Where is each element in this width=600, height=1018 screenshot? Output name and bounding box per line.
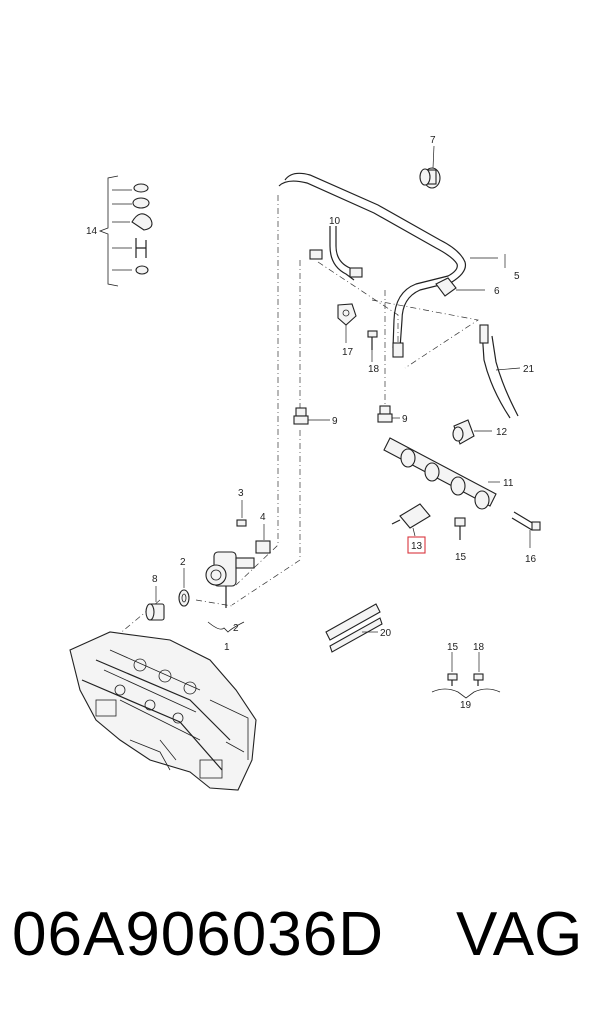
part-14-seal-kit <box>98 175 153 287</box>
callout-2: 2 <box>180 557 186 568</box>
callout-9: 9 <box>402 414 408 425</box>
callout-3: 3 <box>238 488 244 499</box>
part-11-fuel-rail <box>383 437 500 510</box>
callout-21: 21 <box>523 364 535 375</box>
callout-4: 4 <box>260 512 266 523</box>
engine-block <box>69 631 257 791</box>
part-7-grommet <box>419 145 441 189</box>
callout-8: 8 <box>152 574 158 585</box>
brand-name: VAG <box>456 900 583 969</box>
part-19-bolt-set <box>431 652 501 699</box>
callout-19: 19 <box>460 700 472 711</box>
callout-2: 2 <box>233 623 239 634</box>
callout-1: 1 <box>224 642 230 653</box>
callout-13-highlight-box <box>407 536 426 554</box>
callout-15: 15 <box>455 552 467 563</box>
part-17-bracket <box>337 303 357 343</box>
part-6-clip <box>435 277 485 297</box>
part-16-long-bolt <box>511 511 541 548</box>
callout-15: 15 <box>447 642 459 653</box>
callout-12: 12 <box>496 427 508 438</box>
callout-16: 16 <box>525 554 537 565</box>
part-20-bracket <box>325 603 383 653</box>
part-21-hose <box>479 324 521 419</box>
callout-14: 14 <box>86 226 98 237</box>
callout-labels: 7 10 14 5 6 17 18 21 9 9 12 11 3 4 13 15… <box>86 135 537 711</box>
part-15-bolt <box>454 517 466 540</box>
part-9-bolt-left <box>293 407 330 425</box>
part-10-fuel-line <box>309 226 363 281</box>
callout-9: 9 <box>332 416 338 427</box>
callout-7: 7 <box>430 135 436 146</box>
callout-13: 13 <box>411 541 423 552</box>
part-2-o-ring <box>178 568 190 607</box>
callout-5: 5 <box>514 271 520 282</box>
part-1-high-pressure-pump <box>205 551 255 633</box>
footer: 06A906036D VAG <box>0 880 600 990</box>
callout-20: 20 <box>380 628 392 639</box>
callout-18: 18 <box>473 642 485 653</box>
callout-18: 18 <box>368 364 380 375</box>
part-9-bolt-right <box>377 405 400 423</box>
callout-17: 17 <box>342 347 354 358</box>
part-3-bolt <box>236 500 247 527</box>
part-12-pressure-sensor <box>452 419 492 445</box>
part-5-fuel-pipe <box>278 172 506 358</box>
part-4-connector <box>255 524 271 554</box>
callout-6: 6 <box>494 286 500 297</box>
part-18-bolt-top <box>367 330 378 362</box>
callout-11: 11 <box>503 478 514 489</box>
callout-10: 10 <box>329 216 341 227</box>
part-13-injector <box>391 503 431 537</box>
part-number: 06A906036D <box>12 900 384 969</box>
part-8-sleeve <box>145 586 165 621</box>
